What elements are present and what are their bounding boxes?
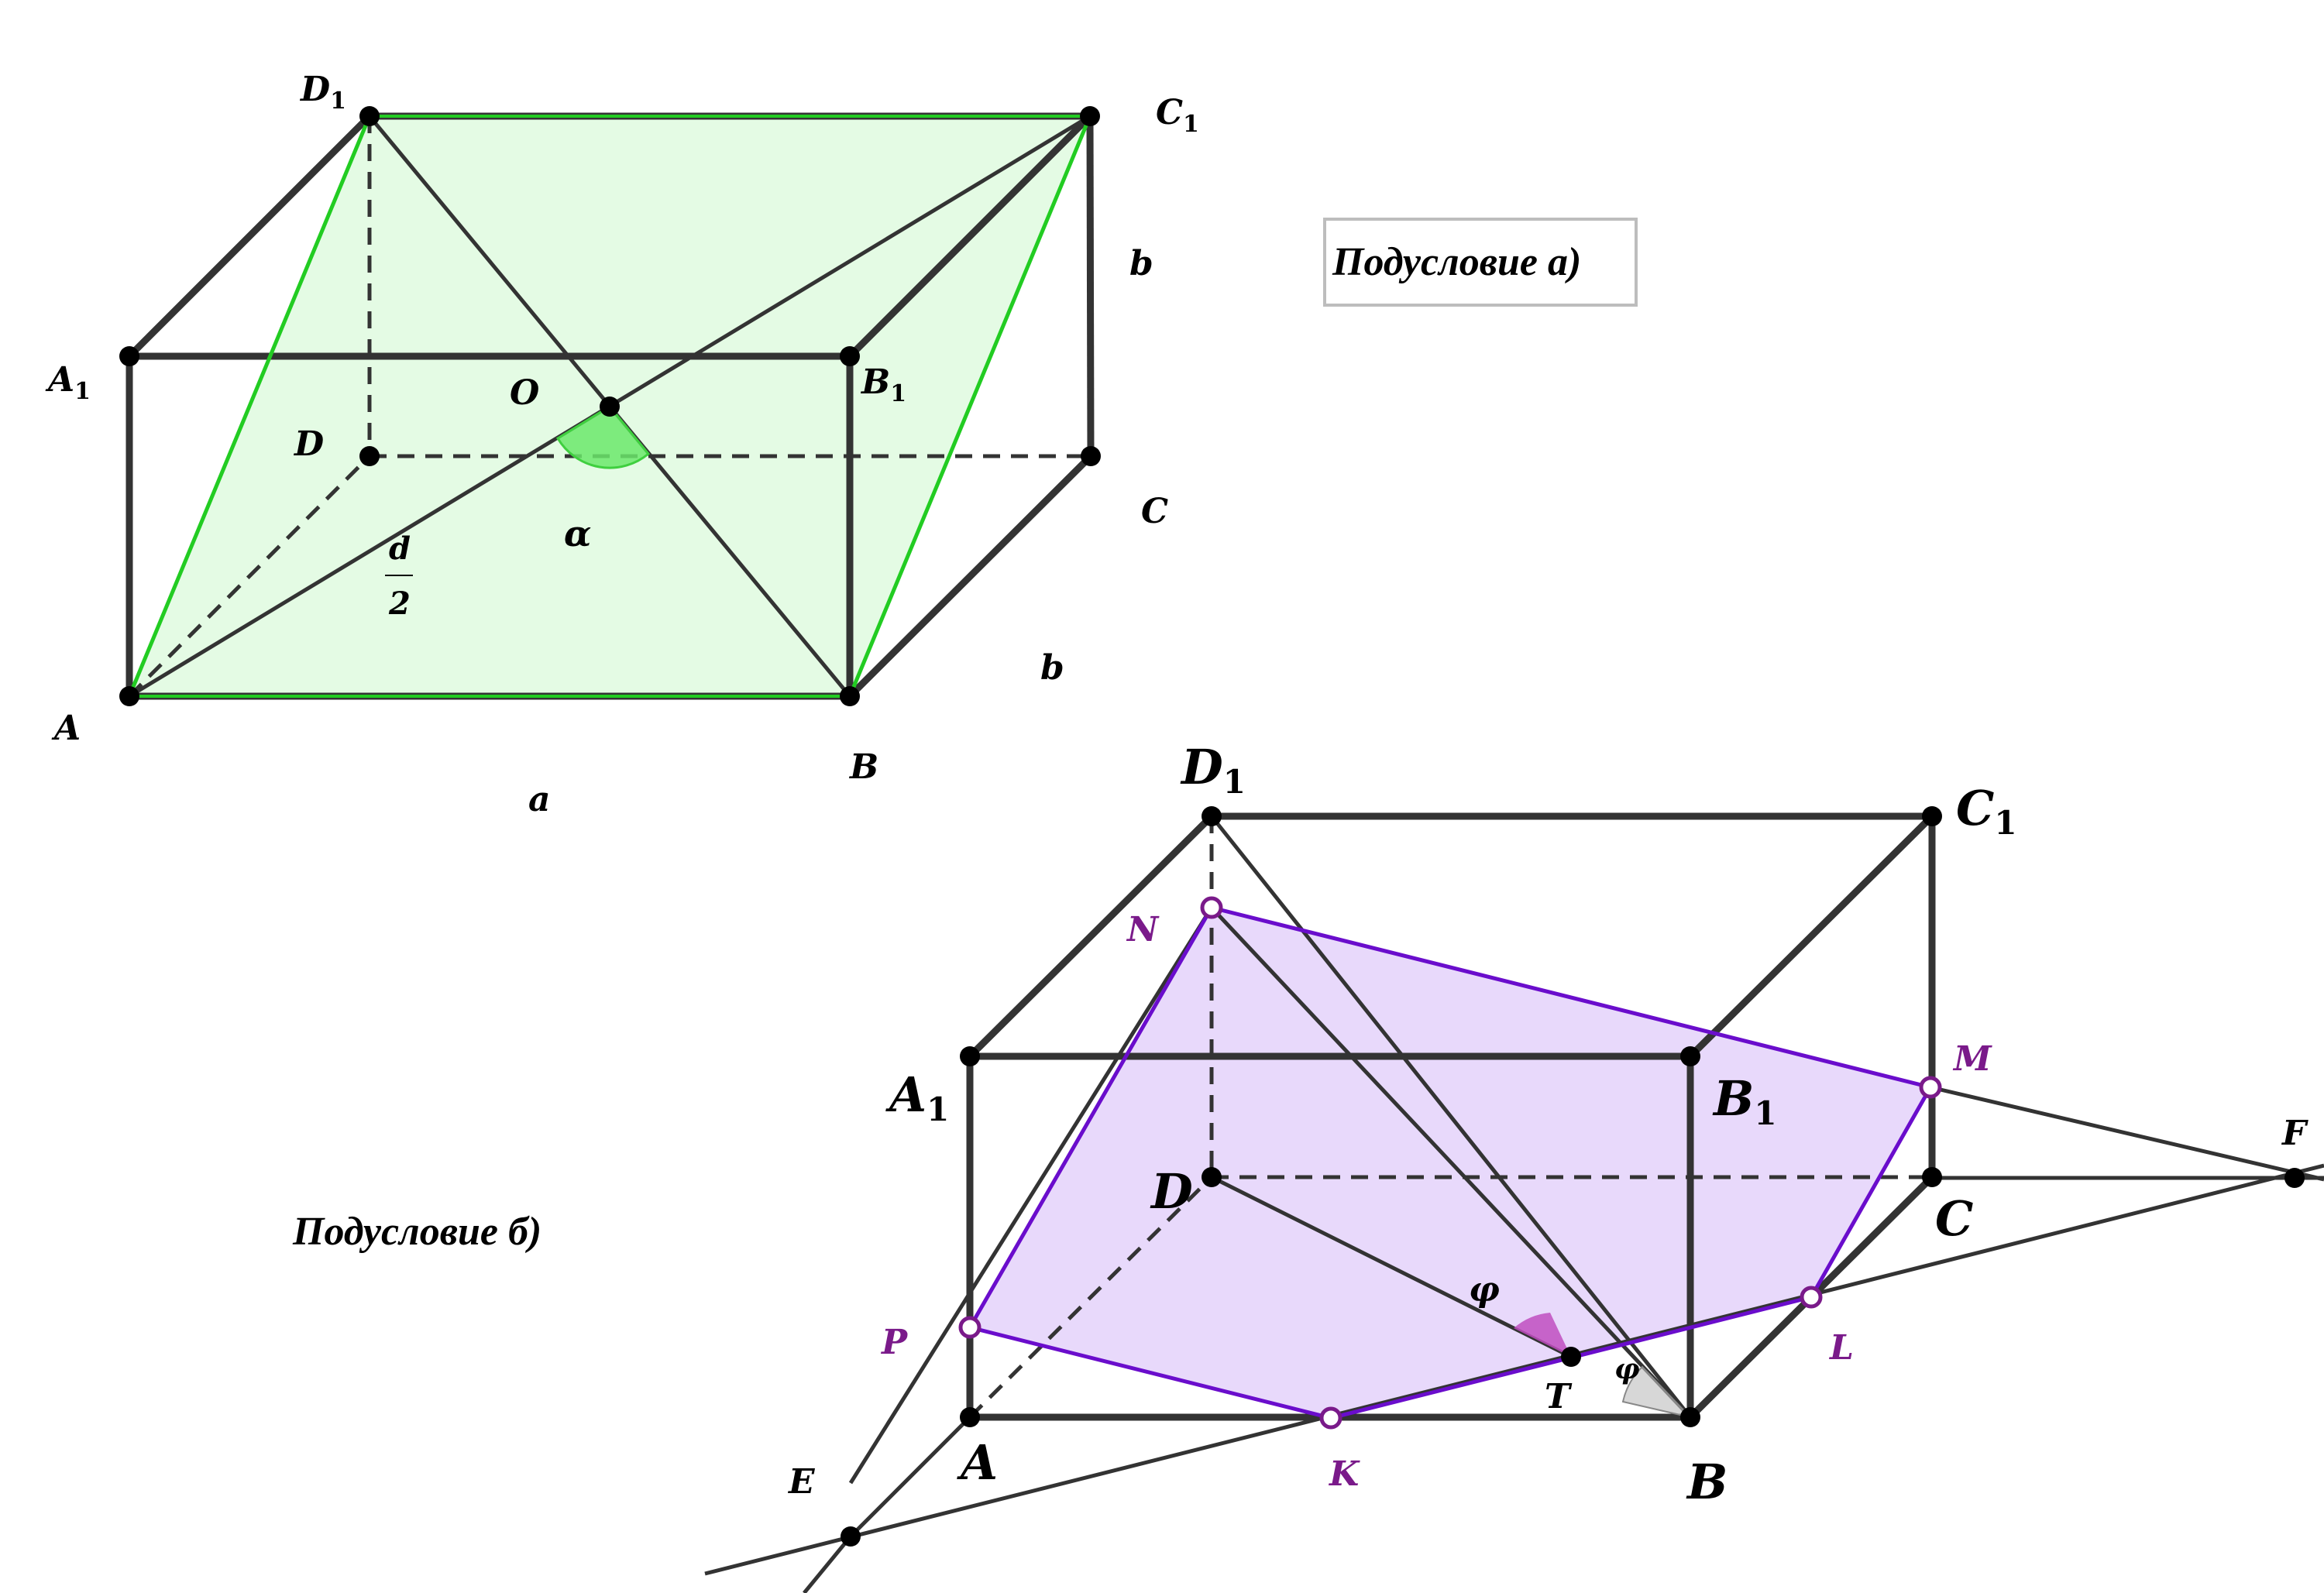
label-l: L <box>1828 1328 1854 1368</box>
label-d-half-den: 2 <box>388 585 411 622</box>
edge-a1d1 <box>967 813 1215 1059</box>
caption-a: Подусловие а) <box>1332 240 1581 284</box>
point-a <box>960 1407 980 1427</box>
edge-cc1 <box>1086 115 1095 457</box>
point-f <box>2284 1168 2305 1188</box>
label-b: B <box>848 747 878 787</box>
point-c <box>1081 446 1101 466</box>
point-d1 <box>359 106 380 126</box>
line-d1b <box>1210 815 1692 1419</box>
label-b-depth: b <box>1040 648 1064 688</box>
line-dt <box>1210 1175 1573 1359</box>
label-c1: C1 <box>1156 93 1199 138</box>
point-e <box>841 1526 861 1547</box>
section-ad1 <box>127 115 372 697</box>
section-bc1 <box>847 115 1092 697</box>
figure-b: A B C D A1 B1 C1 D1 N M P K L T E F φ φ … <box>292 739 2324 1593</box>
point-l <box>1800 1286 1823 1309</box>
edge-a1d1 <box>126 113 373 359</box>
point-d <box>359 446 380 466</box>
label-e: E <box>787 1462 816 1502</box>
line-mf <box>1930 1085 2324 1182</box>
point-c1 <box>1080 106 1100 126</box>
point-c1 <box>1922 806 1942 826</box>
label-c: C <box>1141 492 1168 531</box>
point-t <box>1561 1347 1581 1367</box>
label-m: M <box>1952 1039 1992 1079</box>
line-e-a <box>849 1416 971 1538</box>
label-d: D <box>293 424 324 464</box>
caption-a-box <box>1323 218 1638 307</box>
point-d1 <box>1202 806 1222 826</box>
label-d1: D1 <box>1180 739 1246 801</box>
label-b: B <box>1686 1454 1728 1510</box>
edge-ad-hidden <box>968 1176 1213 1419</box>
angle-phi <box>1514 1313 1571 1357</box>
label-a1: A1 <box>45 360 91 405</box>
line-through-e-f <box>704 1163 2324 1576</box>
line-nb <box>1210 906 1692 1419</box>
figure-a: A B C D A1 B1 C1 D1 O α d 2 a b b Подусл… <box>45 70 1638 819</box>
label-a-side: a <box>528 780 551 819</box>
angle-alpha <box>555 405 651 469</box>
point-c <box>1922 1167 1942 1187</box>
edge-ad-hidden <box>128 455 371 698</box>
label-b1: B1 <box>1712 1070 1777 1132</box>
point-b1 <box>1680 1046 1700 1066</box>
label-k: K <box>1328 1454 1360 1494</box>
edge-b1c1 <box>1687 813 1935 1059</box>
label-b-vertical: b <box>1129 244 1153 283</box>
label-d1: D1 <box>299 70 346 115</box>
caption-b: Подусловие б) <box>292 1210 541 1254</box>
label-d-half-num: d <box>389 530 411 567</box>
point-a1 <box>960 1046 980 1066</box>
point-b1 <box>840 346 860 366</box>
point-a <box>119 686 139 706</box>
label-b1: B1 <box>860 362 906 407</box>
line-e-lower <box>803 1535 852 1593</box>
label-o: O <box>510 373 539 413</box>
label-c1: C1 <box>1956 780 2017 842</box>
label-d: D <box>1150 1163 1193 1220</box>
point-m <box>1919 1076 1942 1099</box>
label-p: P <box>880 1323 909 1362</box>
point-o <box>600 397 620 417</box>
point-a1 <box>119 346 139 366</box>
label-c: C <box>1935 1190 1973 1247</box>
label-a: A <box>957 1434 998 1491</box>
label-phi-small: φ <box>1614 1353 1640 1385</box>
label-f: F <box>2281 1114 2309 1153</box>
label-phi: φ <box>1469 1270 1500 1310</box>
point-b <box>840 686 860 706</box>
point-p <box>958 1316 982 1339</box>
label-alpha: α <box>564 513 591 554</box>
label-n: N <box>1126 910 1160 949</box>
point-d <box>1202 1167 1222 1187</box>
point-b <box>1680 1407 1700 1427</box>
label-a1: A1 <box>885 1066 949 1128</box>
line-em <box>848 906 1214 1485</box>
point-k <box>1319 1406 1342 1430</box>
label-a: A <box>51 709 81 748</box>
edge-bc <box>847 453 1094 699</box>
label-t: T <box>1545 1377 1573 1416</box>
point-n <box>1200 896 1223 919</box>
edge-b1c1 <box>847 113 1093 359</box>
angle-phi-small <box>1621 1365 1693 1419</box>
